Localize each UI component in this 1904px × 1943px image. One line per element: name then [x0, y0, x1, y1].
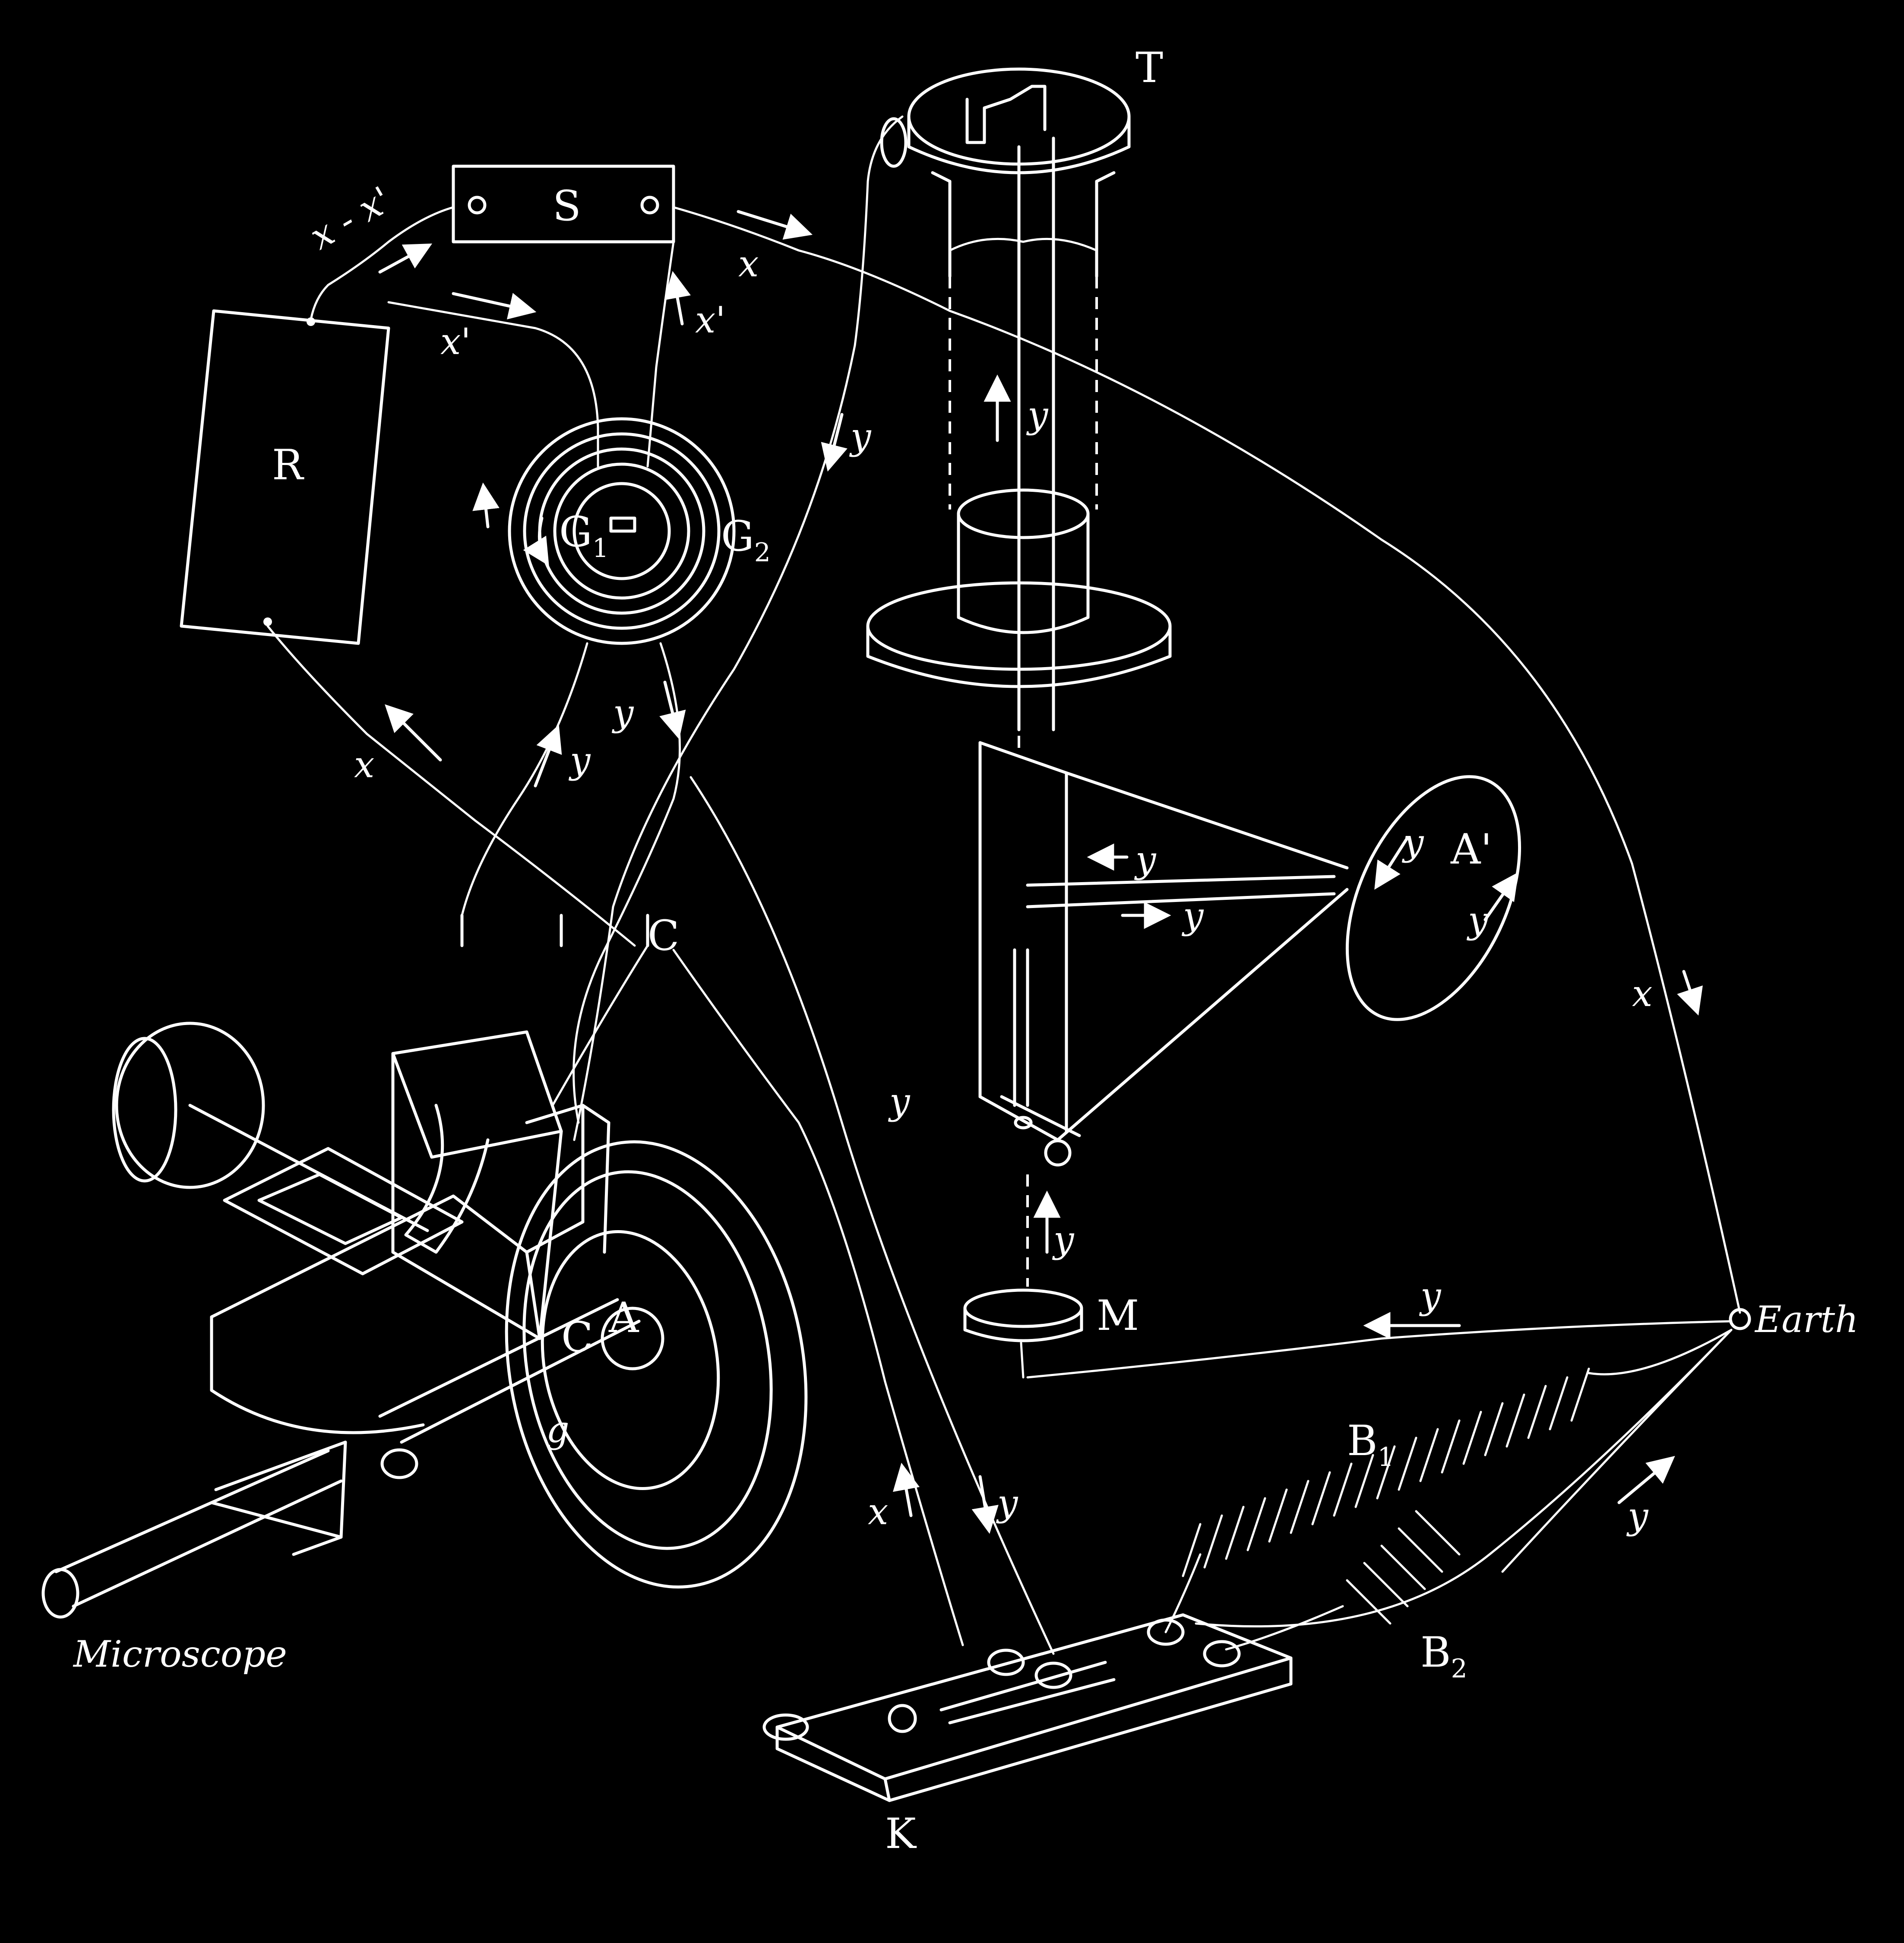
label-y-arrow-left: y [1134, 839, 1157, 881]
label-y-m: y [1052, 1218, 1075, 1261]
label-y-k: y [996, 1482, 1018, 1524]
suspension-frame: y y y [888, 741, 1349, 1167]
tower-t: T y [866, 44, 1172, 751]
terminals-c: C [460, 911, 679, 960]
label-x-prime-s: x' [695, 299, 725, 341]
galvanometer-g: G1 G2 [387, 241, 771, 645]
label-k: K [885, 1810, 917, 1858]
microscope-assembly: C A g Microscope [41, 1022, 808, 1675]
mirror-m: M y [963, 1174, 1139, 1379]
label-x-left-lower: x [354, 744, 374, 786]
label-earth: Earth [1754, 1298, 1858, 1341]
label-y-earth: y [1419, 1275, 1442, 1317]
label-t: T [1135, 44, 1163, 92]
label-a: A [608, 1294, 639, 1342]
earth-terminal: Earth [1729, 1298, 1858, 1341]
box-r: R [180, 309, 390, 645]
label-y-mid: y [888, 1080, 911, 1123]
label-x-k: x [868, 1490, 888, 1533]
wires [266, 115, 1741, 1655]
label-r: R [272, 441, 304, 489]
label-y-tube: y [1026, 394, 1049, 436]
label-y-b2: y [1626, 1495, 1649, 1537]
label-x-prime-top: x' [440, 320, 471, 363]
label-g: g [546, 1408, 569, 1451]
box-s: S [452, 165, 675, 244]
label-y-g-right: y [611, 692, 634, 734]
label-s: S [553, 182, 581, 230]
label-y-g-left: y [568, 739, 591, 782]
label-m: M [1097, 1291, 1139, 1340]
battery-b1: B1 [1182, 1367, 1590, 1577]
label-b1: B1 [1347, 1417, 1394, 1472]
label-a-prime: A' [1450, 825, 1492, 873]
label-g2: G2 [721, 512, 771, 568]
label-c-lower: C [561, 1313, 593, 1361]
key-k: K [762, 1613, 1293, 1858]
battery-b2: B2 [1346, 1510, 1468, 1684]
label-x-right: x [1632, 972, 1652, 1015]
plate-a-prime: A' y y [1345, 775, 1521, 1021]
label-g1: G1 [559, 508, 609, 563]
label-y-arrow-right: y [1181, 895, 1204, 937]
label-y-left-wire: y [849, 415, 872, 458]
label-microscope: Microscope [73, 1633, 287, 1675]
label-x-s-right: x [738, 243, 759, 285]
label-b2: B2 [1420, 1628, 1468, 1684]
